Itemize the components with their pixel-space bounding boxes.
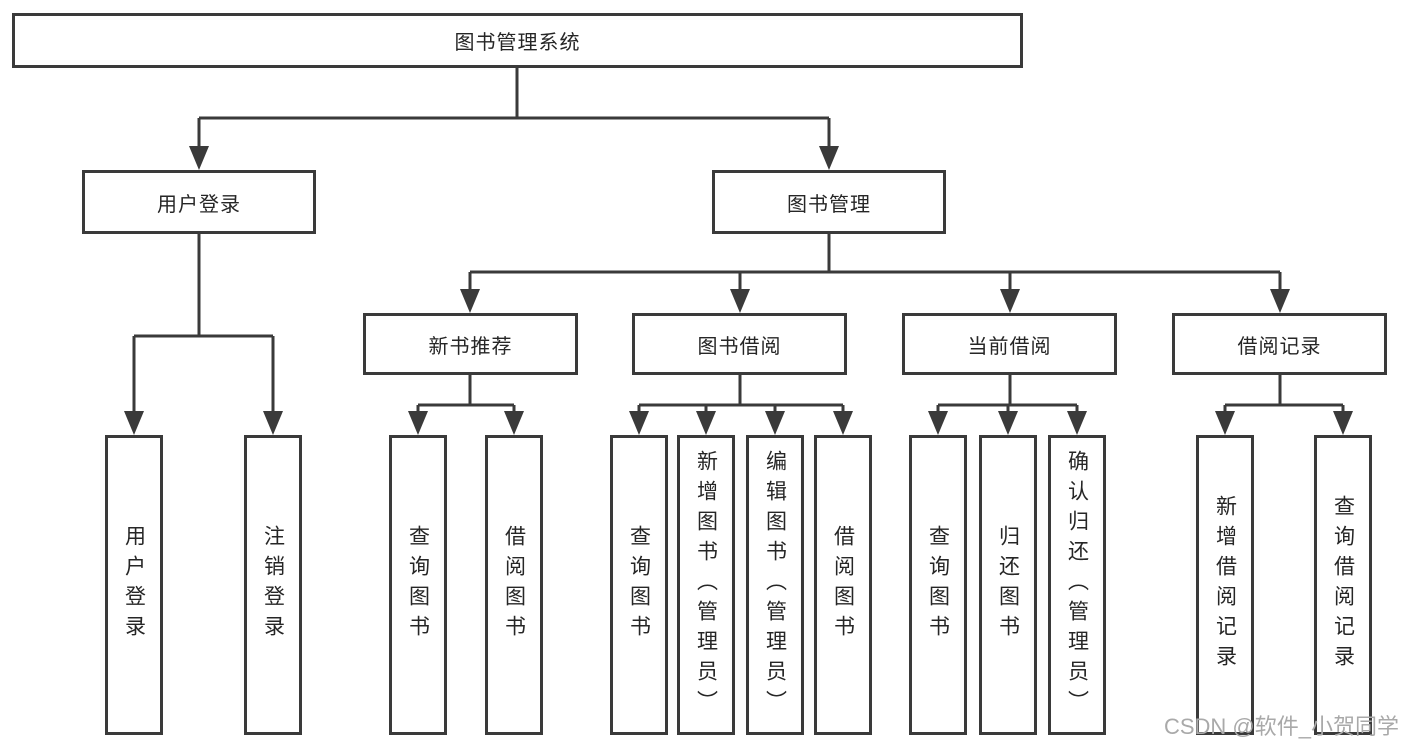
- arrowhead: [1333, 411, 1353, 435]
- leaf-add-books-admin-label: 新增图书（管理员）: [694, 450, 718, 720]
- node-user-login: 用户登录: [82, 170, 316, 234]
- arrowhead: [408, 411, 428, 435]
- connector-currentborrow-to-leaves: [936, 375, 1079, 412]
- node-new-book-recommendation: 新书推荐: [363, 313, 578, 375]
- leaf-borrow-books-borrow: 借阅图书: [814, 435, 872, 735]
- leaf-query-books-recommend-label: 查询图书: [406, 525, 430, 645]
- leaf-return-books: 归还图书: [979, 435, 1037, 735]
- leaf-logout: 注销登录: [244, 435, 302, 735]
- arrowhead: [998, 411, 1018, 435]
- leaf-edit-books-admin: 编辑图书（管理员）: [746, 435, 804, 735]
- node-book-borrowing-label: 图书借阅: [697, 335, 782, 358]
- leaf-return-books-label: 归还图书: [996, 525, 1020, 645]
- leaf-borrow-books-recommend-label: 借阅图书: [502, 525, 526, 645]
- node-book-borrowing: 图书借阅: [632, 313, 847, 375]
- arrowhead: [124, 411, 144, 435]
- arrowhead: [504, 411, 524, 435]
- leaf-query-books-borrow-label: 查询图书: [627, 525, 651, 645]
- leaf-borrow-books-recommend: 借阅图书: [485, 435, 543, 735]
- leaf-user-login: 用户登录: [105, 435, 163, 735]
- leaf-query-books-borrow: 查询图书: [610, 435, 668, 735]
- leaf-add-borrow-record: 新增借阅记录: [1196, 435, 1254, 735]
- connector-root-to-level2: [197, 68, 831, 147]
- node-borrowing-records: 借阅记录: [1172, 313, 1387, 375]
- connector-borrowrecords-to-leaves: [1223, 375, 1345, 412]
- leaf-add-books-admin: 新增图书（管理员）: [677, 435, 735, 735]
- arrowhead: [629, 411, 649, 435]
- arrowhead: [1067, 411, 1087, 435]
- arrowhead: [263, 411, 283, 435]
- leaf-confirm-return-admin-label: 确认归还（管理员）: [1065, 450, 1089, 720]
- node-current-borrowing-label: 当前借阅: [967, 335, 1052, 358]
- arrowhead: [765, 411, 785, 435]
- leaf-query-borrow-record-label: 查询借阅记录: [1331, 495, 1355, 675]
- connector-bookborrow-to-leaves: [637, 375, 845, 412]
- leaf-logout-label: 注销登录: [261, 525, 285, 645]
- connector-bookmgmt-to-level3: [468, 234, 1282, 290]
- arrowhead: [833, 411, 853, 435]
- leaf-borrow-books-borrow-label: 借阅图书: [831, 525, 855, 645]
- node-root-label: 图书管理系统: [454, 32, 581, 54]
- connector-userlogin-to-leaves: [132, 234, 275, 412]
- arrowhead: [1000, 289, 1020, 313]
- leaf-edit-books-admin-label: 编辑图书（管理员）: [763, 450, 787, 720]
- node-new-book-recommendation-label: 新书推荐: [428, 335, 513, 358]
- leaf-add-borrow-record-label: 新增借阅记录: [1213, 495, 1237, 675]
- arrowhead: [730, 289, 750, 313]
- arrowhead: [1215, 411, 1235, 435]
- arrowhead: [460, 289, 480, 313]
- arrowhead: [819, 146, 839, 170]
- node-book-management: 图书管理: [712, 170, 946, 234]
- csdn-watermark: CSDN @软件_小贺同学: [1163, 714, 1399, 739]
- leaf-query-books-current: 查询图书: [909, 435, 967, 735]
- node-root: 图书管理系统: [12, 13, 1023, 68]
- leaf-query-books-recommend: 查询图书: [389, 435, 447, 735]
- node-borrowing-records-label: 借阅记录: [1237, 335, 1322, 358]
- leaf-user-login-label: 用户登录: [122, 525, 146, 645]
- node-book-management-label: 图书管理: [787, 193, 871, 216]
- node-user-login-label: 用户登录: [157, 193, 241, 216]
- connector-newbook-to-leaves: [416, 375, 516, 412]
- arrowhead: [928, 411, 948, 435]
- leaf-query-borrow-record: 查询借阅记录: [1314, 435, 1372, 735]
- leaf-confirm-return-admin: 确认归还（管理员）: [1048, 435, 1106, 735]
- arrowhead: [696, 411, 716, 435]
- arrowhead: [189, 146, 209, 170]
- node-current-borrowing: 当前借阅: [902, 313, 1117, 375]
- arrowhead: [1270, 289, 1290, 313]
- leaf-query-books-current-label: 查询图书: [926, 525, 950, 645]
